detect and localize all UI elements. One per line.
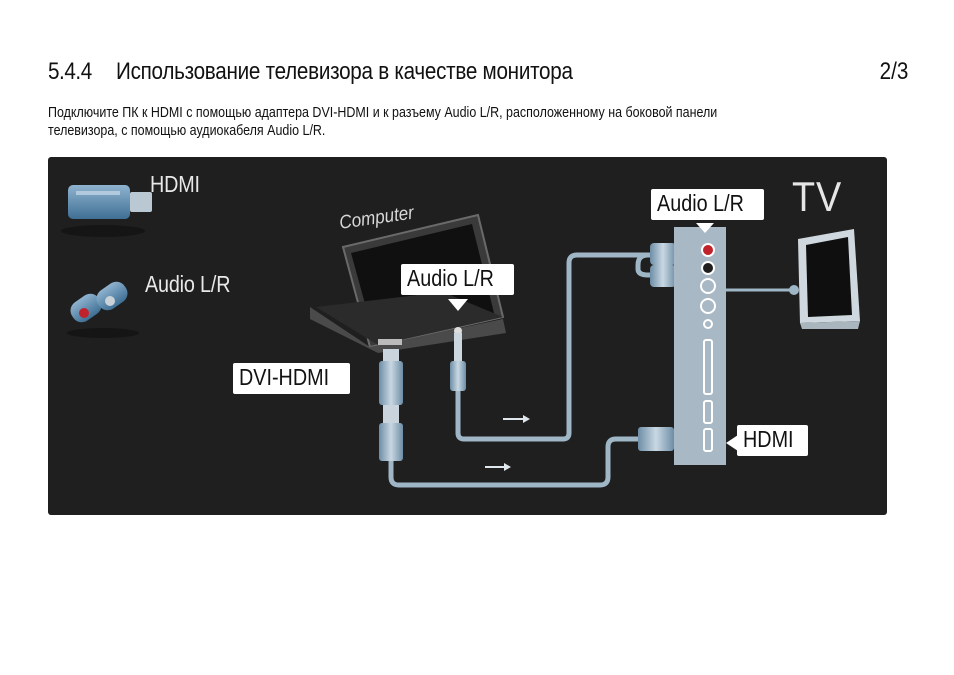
description-text: Подключите ПК к HDMI с помощью адаптера … bbox=[48, 105, 718, 139]
hdmi-connector-icon bbox=[61, 185, 152, 237]
dvi-hdmi-cable bbox=[379, 349, 688, 488]
section-number: 5.4.4 bbox=[48, 58, 92, 85]
computer-audio-pointer bbox=[448, 299, 468, 311]
computer-audio-label: Audio L/R bbox=[401, 264, 515, 295]
adapter-label: DVI-HDMI bbox=[233, 363, 350, 394]
connection-diagram: HDMI Audio L/R Computer Audio L/R DVI-HD… bbox=[48, 157, 887, 515]
tv-hdmi-label: HDMI bbox=[737, 425, 808, 456]
tv-icon bbox=[726, 229, 860, 329]
page-header: 5.4.4 Использование телевизора в качеств… bbox=[48, 58, 910, 94]
legend-hdmi-label: HDMI bbox=[150, 171, 200, 197]
legend-audio-label: Audio L/R bbox=[145, 271, 231, 297]
tv-audio-label: Audio L/R bbox=[651, 189, 765, 220]
tv-label: TV bbox=[792, 173, 843, 220]
audio-connector-icon bbox=[67, 281, 139, 338]
tv-side-panel bbox=[674, 227, 726, 465]
tv-audio-pointer bbox=[696, 223, 714, 233]
page-indicator: 2/3 bbox=[879, 58, 908, 85]
tv-hdmi-pointer bbox=[726, 435, 738, 451]
section-title: Использование телевизора в качестве мони… bbox=[116, 58, 573, 85]
